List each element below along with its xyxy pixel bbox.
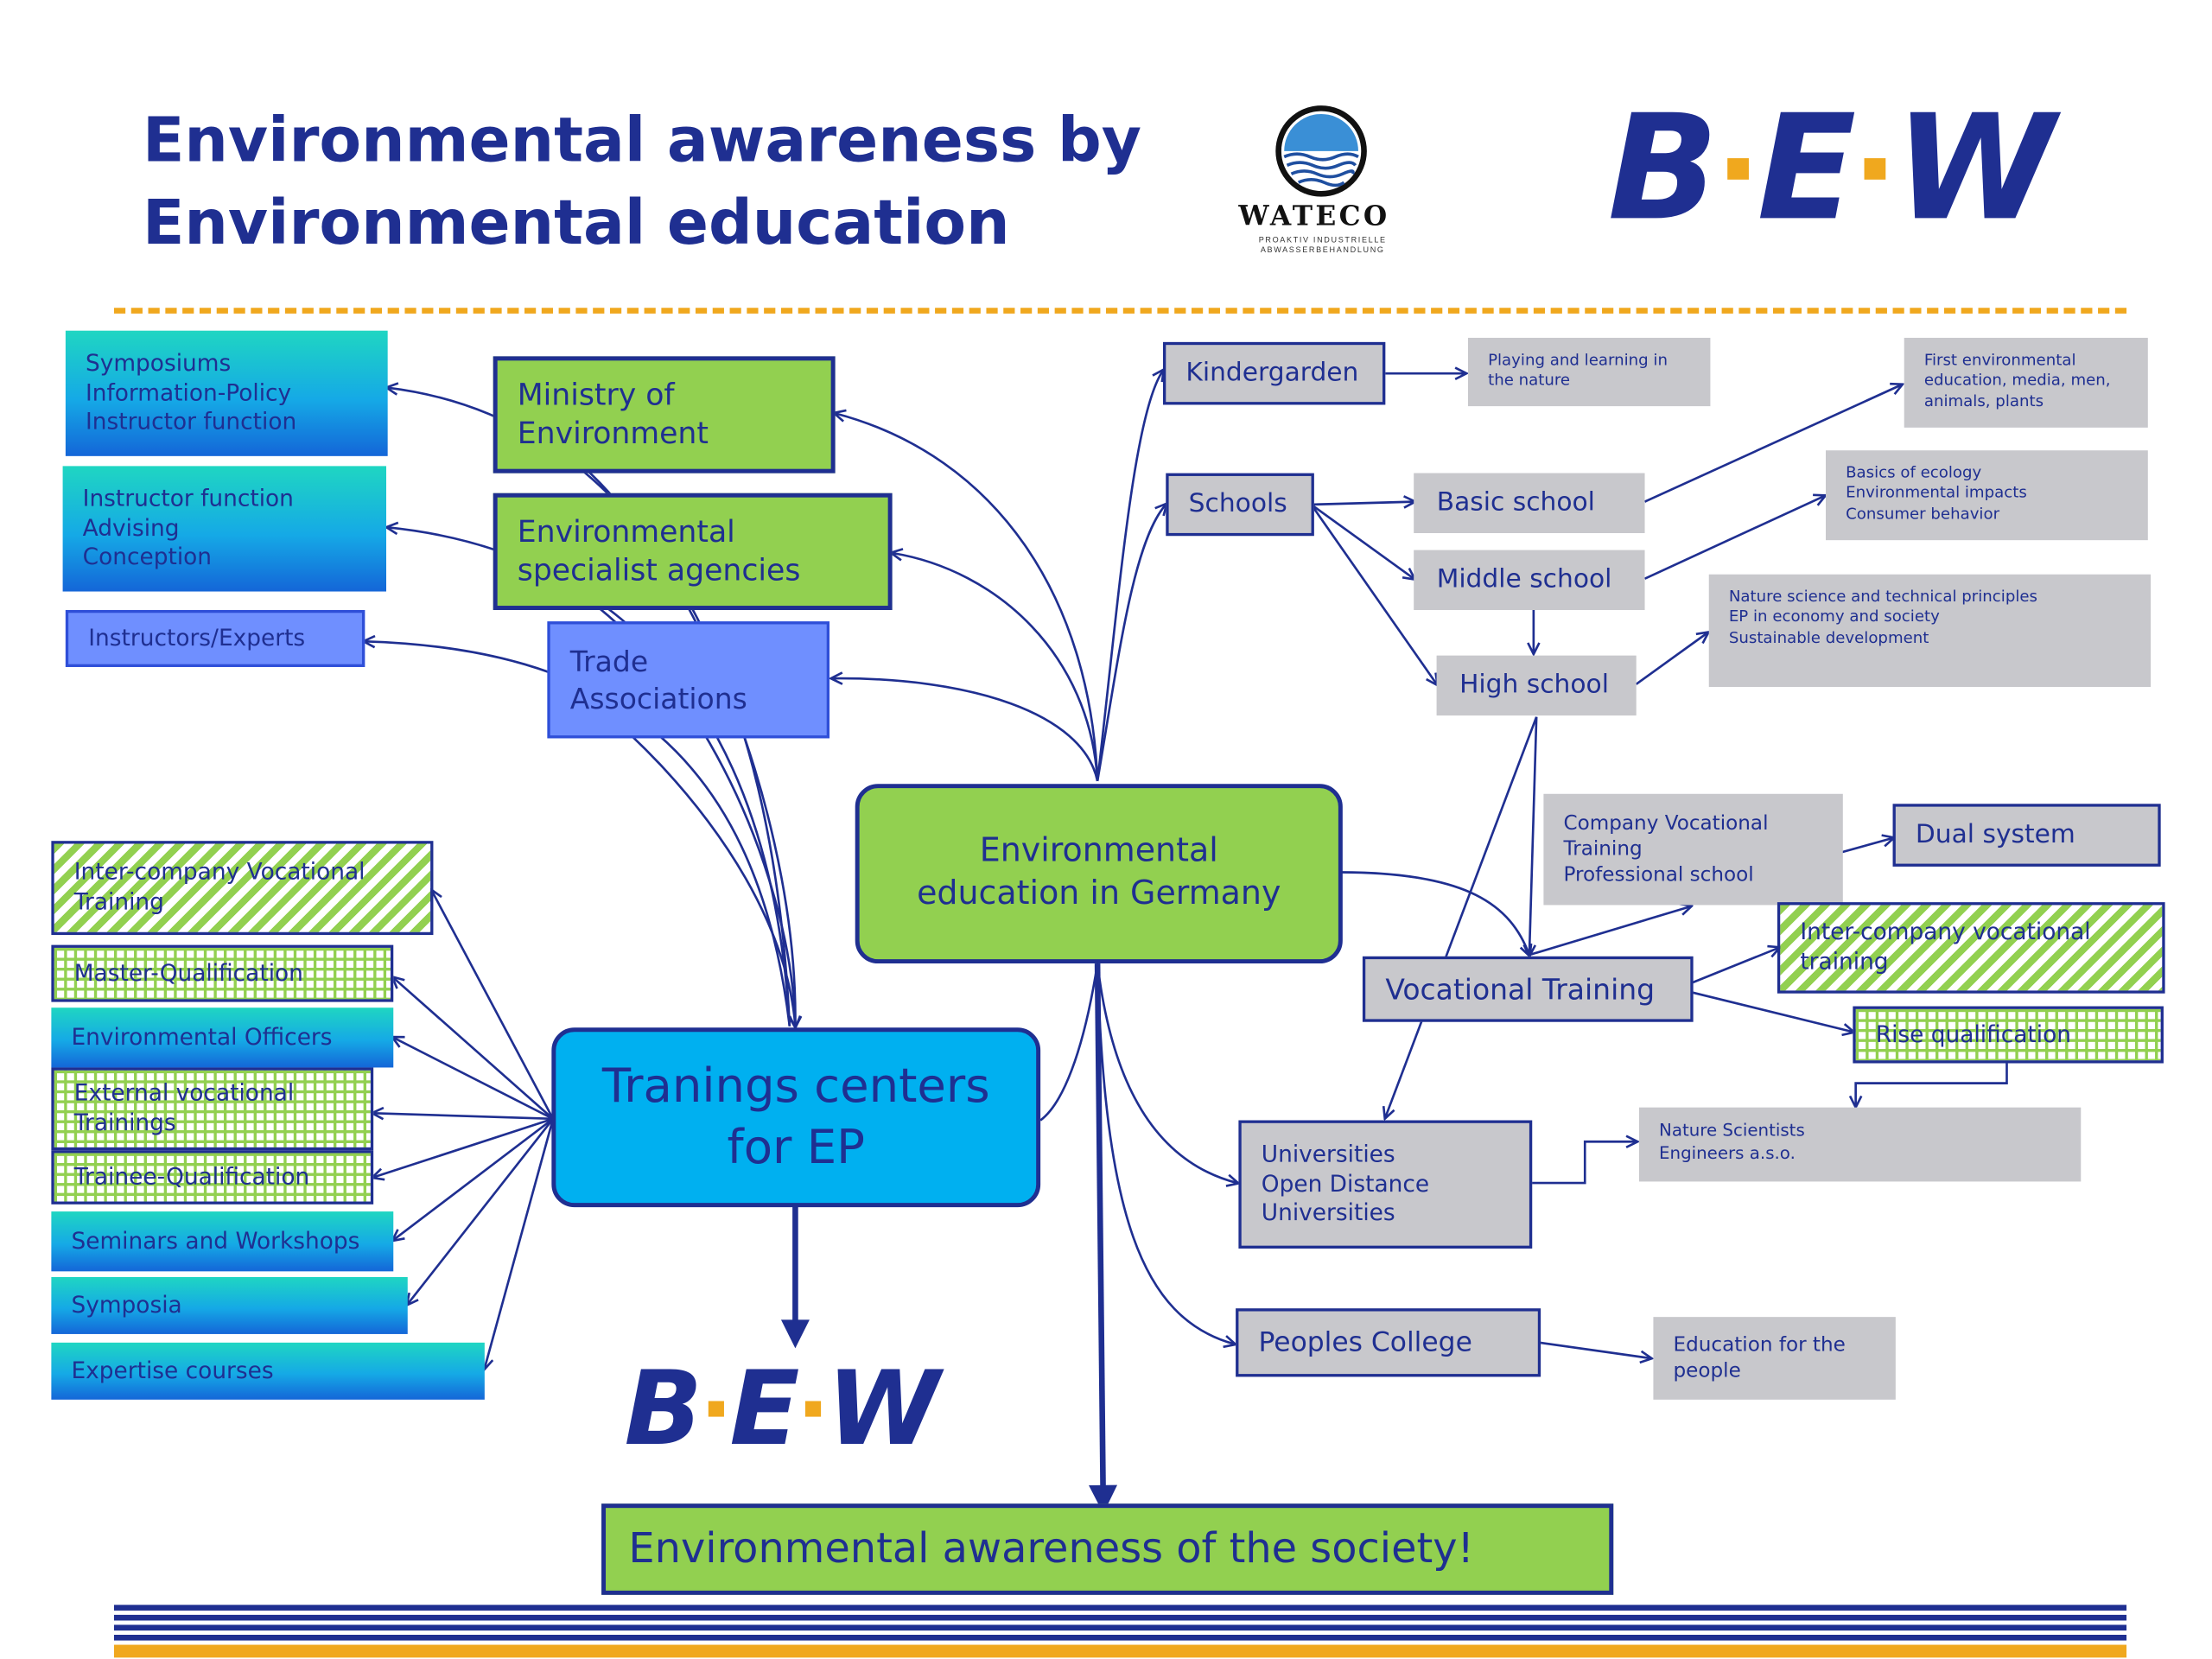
peoples-college-note: Education for the people — [1653, 1317, 1896, 1400]
offer-expertise-label: Expertise courses — [71, 1356, 274, 1383]
instructors-experts-box: Instructors/Experts — [65, 609, 365, 667]
society-awareness-label: Environmental awareness of the society! — [628, 1523, 1474, 1573]
training-centers-node: Tranings centers for EP — [551, 1027, 1041, 1208]
high-school-label: High school — [1459, 670, 1609, 701]
footer-stripes — [113, 1605, 2127, 1658]
dashed-separator — [113, 308, 2127, 314]
bew-letter-w: W — [1894, 83, 2056, 253]
bew-letter-w: W — [826, 1348, 940, 1468]
kindergarden-label: Kindergarden — [1185, 358, 1359, 389]
training-centers-label: Tranings centers for EP — [601, 1058, 990, 1175]
universities-label: Universities Open Distance Universities — [1261, 1140, 1430, 1227]
bew-dot-icon — [1726, 157, 1749, 180]
offer-inter-company-label: Inter-company Vocational Training — [73, 858, 365, 915]
kindergarden-box: Kindergarden — [1162, 341, 1386, 405]
middle-school-label: Middle school — [1436, 564, 1612, 595]
symposiums-label: Symposiums Information-Policy Instructor… — [85, 348, 297, 435]
wateco-wave-icon — [1275, 105, 1367, 197]
schools-label: Schools — [1188, 489, 1287, 519]
company-vocational-note: Company Vocational Training Professional… — [1543, 793, 1843, 906]
company-vocational-note-text: Company Vocational Training Professional… — [1563, 811, 1769, 887]
trade-associations-box: Trade Associations — [547, 621, 830, 739]
kindergarden-note-text: Playing and learning in the nature — [1488, 350, 1668, 390]
basic-school-note-text: First environmental education, media, me… — [1923, 350, 2111, 410]
ministry-label: Ministry of Environment — [517, 377, 709, 451]
offer-inter-company: Inter-company Vocational Training — [51, 841, 434, 936]
offer-external: External vocational Trainings — [51, 1067, 374, 1151]
high-school-note-text: Nature science and technical principles … — [1728, 587, 2038, 647]
peoples-college-label: Peoples College — [1258, 1326, 1472, 1358]
offer-trainee: Trainee-Qualification — [51, 1150, 374, 1205]
center-node: Environmental education in Germany — [855, 784, 1343, 964]
rise-qualification-label: Rise qualification — [1875, 1020, 2071, 1047]
bew-logo-bottom: B E W — [624, 1348, 939, 1468]
society-awareness-box: Environmental awareness of the society! — [601, 1503, 1614, 1595]
offer-expertise: Expertise courses — [51, 1342, 485, 1400]
symposiums-box: Symposiums Information-Policy Instructor… — [65, 330, 388, 456]
rise-qualification-box: Rise qualification — [1853, 1006, 2164, 1064]
offer-master: Master-Qualification — [51, 944, 394, 1002]
center-label: Environmental education in Germany — [917, 832, 1281, 912]
inter-company-vocational-label: Inter-company vocational training — [1800, 918, 2091, 976]
agencies-box: Environmental specialist agencies — [493, 493, 893, 610]
middle-school-note-text: Basics of ecology Environmental impacts … — [1846, 463, 2027, 523]
offer-external-label: External vocational Trainings — [73, 1079, 295, 1136]
bew-logo-top: B E W — [1608, 83, 2056, 252]
universities-note: Nature Scientists Engineers a.s.o. — [1638, 1107, 2082, 1182]
offer-officers: Environmental Officers — [51, 1007, 394, 1068]
bew-dot-icon — [708, 1400, 724, 1416]
trade-associations-label: Trade Associations — [569, 644, 747, 716]
ministry-box: Ministry of Environment — [493, 356, 836, 474]
wateco-tagline: PROAKTIV INDUSTRIELLE ABWASSERBEHANDLUNG — [1258, 236, 1387, 256]
instructor-function-box: Instructor function Advising Conception — [62, 466, 387, 592]
middle-school-note: Basics of ecology Environmental impacts … — [1826, 450, 2148, 541]
bew-letter-b: B — [1607, 83, 1719, 253]
instructor-function-label: Instructor function Advising Conception — [82, 484, 294, 571]
bew-letter-e: E — [729, 1348, 800, 1468]
offer-symposia-label: Symposia — [71, 1290, 182, 1319]
offer-seminars: Seminars and Workshops — [51, 1211, 394, 1272]
bew-letter-b: B — [624, 1348, 703, 1468]
vocational-training-label: Vocational Training — [1385, 971, 1656, 1007]
offer-trainee-label: Trainee-Qualification — [73, 1162, 310, 1190]
bew-dot-icon — [805, 1400, 822, 1416]
wateco-name: WATECO — [1238, 200, 1390, 232]
universities-box: Universities Open Distance Universities — [1238, 1120, 1533, 1249]
basic-school-box: Basic school — [1414, 473, 1645, 533]
bew-dot-icon — [1865, 157, 1887, 180]
title-line-2: Environmental education — [142, 188, 1010, 260]
page-title: Environmental awareness by Environmental… — [143, 99, 1141, 264]
inter-company-vocational-box: Inter-company vocational training — [1777, 902, 2165, 994]
high-school-box: High school — [1436, 655, 1637, 716]
dual-system-label: Dual system — [1915, 819, 2075, 850]
offer-symposia: Symposia — [51, 1276, 408, 1334]
offer-officers-label: Environmental Officers — [71, 1022, 333, 1051]
title-line-1: Environmental awareness by — [142, 105, 1142, 177]
offer-seminars-label: Seminars and Workshops — [71, 1226, 360, 1254]
middle-school-box: Middle school — [1414, 550, 1645, 610]
universities-note-text: Nature Scientists Engineers a.s.o. — [1659, 1120, 1805, 1163]
instructors-experts-label: Instructors/Experts — [88, 623, 306, 652]
high-school-note: Nature science and technical principles … — [1708, 574, 2152, 688]
schools-box: Schools — [1166, 473, 1314, 537]
vocational-training-box: Vocational Training — [1362, 956, 1694, 1022]
kindergarden-note: Playing and learning in the nature — [1467, 337, 1711, 407]
dual-system-box: Dual system — [1892, 804, 2161, 867]
agencies-label: Environmental specialist agencies — [517, 513, 801, 588]
bew-letter-e: E — [1757, 83, 1857, 253]
peoples-college-note-text: Education for the people — [1673, 1333, 1846, 1383]
peoples-college-box: Peoples College — [1236, 1308, 1541, 1377]
basic-school-note: First environmental education, media, me… — [1904, 337, 2148, 428]
basic-school-label: Basic school — [1436, 487, 1595, 518]
offer-master-label: Master-Qualification — [73, 958, 303, 986]
